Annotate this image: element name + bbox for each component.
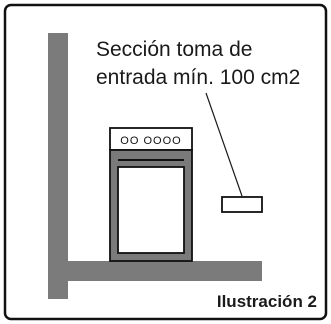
wall xyxy=(48,33,68,299)
floor xyxy=(48,261,262,281)
callout-leader-line xyxy=(205,92,243,197)
callout-label-line-2: entrada mín. 100 cm2 xyxy=(96,66,301,89)
figure-caption: Ilustración 2 xyxy=(216,292,317,311)
callout-label-line-1: Sección toma de xyxy=(96,38,253,61)
stove: OO OOOO xyxy=(109,127,193,262)
oven-door xyxy=(117,166,185,254)
air-inlet-vent xyxy=(221,196,263,213)
stove-knobs: OO OOOO xyxy=(120,135,181,147)
